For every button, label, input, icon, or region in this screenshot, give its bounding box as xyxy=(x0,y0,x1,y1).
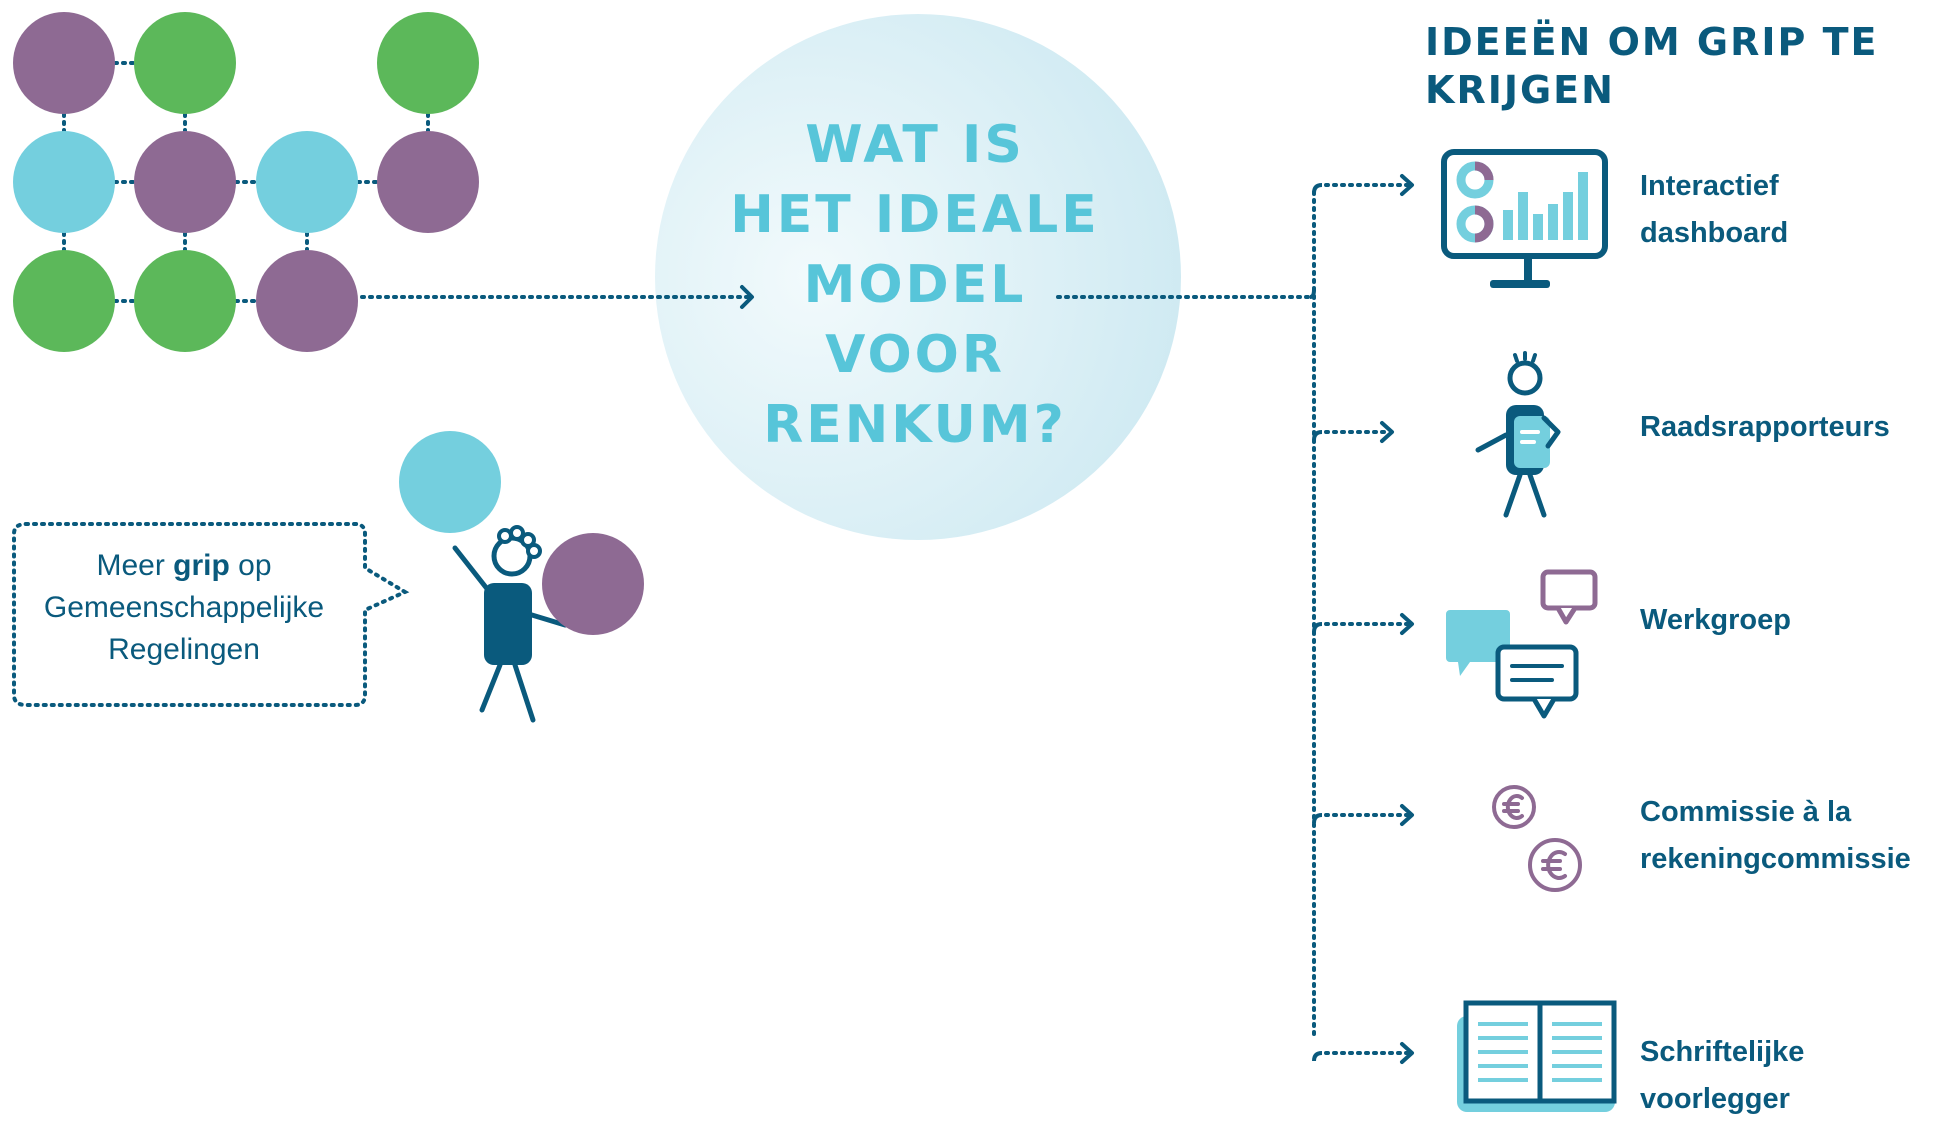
branch-curve xyxy=(1312,622,1323,633)
rapporteur-person-icon xyxy=(1475,351,1561,518)
idea-label-line: Werkgroep xyxy=(1640,604,1791,636)
speech-line: Gemeenschappelijke xyxy=(43,591,325,624)
network-node-green xyxy=(13,250,115,352)
idea-label-line: rekeningcommissie xyxy=(1640,843,1911,875)
question-line: HET IDEALE xyxy=(730,185,1100,245)
speech-emphasis: grip xyxy=(173,549,230,582)
network-node-green xyxy=(377,12,479,114)
network-node-light-blue xyxy=(13,131,115,233)
branch-arrowhead xyxy=(1400,1042,1414,1064)
central-question: WAT IS HET IDEALE MODEL VOOR RENKUM? xyxy=(715,110,1115,460)
branch-arrows xyxy=(1312,174,1414,1064)
idea-label-line: Raadsrapporteurs xyxy=(1640,411,1890,443)
ideas-title-line: KRIJGEN xyxy=(1425,68,1615,112)
network-node-purple xyxy=(256,250,358,352)
idea-label-line: Schriftelijke xyxy=(1640,1036,1805,1068)
network-node-green xyxy=(134,12,236,114)
speech-bubble-text: Meer grip op Gemeenschappelijke Regeling… xyxy=(14,545,354,671)
network-node-green xyxy=(134,250,236,352)
ideas-title: IDEEËN OM GRIP TE KRIJGEN xyxy=(1425,18,1885,114)
ideas-title-line: IDEEËN OM GRIP TE xyxy=(1425,20,1879,64)
network-node-purple xyxy=(13,12,115,114)
idea-label-line: Interactief xyxy=(1640,170,1779,202)
branch-arrowhead xyxy=(1400,174,1414,196)
branch-arrowhead xyxy=(1400,804,1414,826)
branch-arrowhead xyxy=(1400,613,1414,635)
idea-label-line: dashboard xyxy=(1640,217,1789,249)
branch-curve xyxy=(1312,813,1323,824)
euro-coins-icon xyxy=(1492,785,1582,892)
chat-bubbles-icon xyxy=(1446,569,1598,719)
idea-label-dashboard: Interactief dashboard xyxy=(1640,163,1788,257)
network-node-purple xyxy=(134,131,236,233)
idea-label-line: voorlegger xyxy=(1640,1083,1790,1115)
speech-line: Meer grip op xyxy=(14,545,354,587)
question-line: RENKUM? xyxy=(763,395,1067,455)
idea-label-commissie: Commissie à la rekeningcommissie xyxy=(1640,789,1911,883)
speech-line: Regelingen xyxy=(108,633,260,666)
central-question-circle xyxy=(655,14,1181,540)
network-node-purple xyxy=(377,131,479,233)
speech-text: op xyxy=(229,549,272,582)
arrow-network-to-question xyxy=(360,285,754,309)
idea-label-line: Commissie à la xyxy=(1640,796,1852,828)
open-book-icon xyxy=(1457,1000,1617,1112)
dashboard-monitor-icon xyxy=(1441,149,1608,288)
question-line: WAT IS xyxy=(805,115,1025,175)
branch-curve xyxy=(1312,183,1323,194)
branch-arrowhead xyxy=(1380,421,1394,443)
speech-text: Meer xyxy=(96,549,174,582)
idea-label-werkgroep: Werkgroep xyxy=(1640,597,1791,644)
branch-curve xyxy=(1312,430,1323,441)
branch-connector xyxy=(1056,190,1316,1042)
question-line: VOOR xyxy=(825,325,1005,385)
juggling-person-icon xyxy=(399,431,644,723)
network-node-light-blue xyxy=(256,131,358,233)
question-line: MODEL xyxy=(803,255,1027,315)
circle-network xyxy=(13,12,479,352)
speech-bubble-outline xyxy=(12,522,410,707)
idea-label-raadsrapporteurs: Raadsrapporteurs xyxy=(1640,404,1890,451)
idea-label-voorlegger: Schriftelijke voorlegger xyxy=(1640,1029,1804,1123)
branch-curve xyxy=(1312,1051,1323,1062)
